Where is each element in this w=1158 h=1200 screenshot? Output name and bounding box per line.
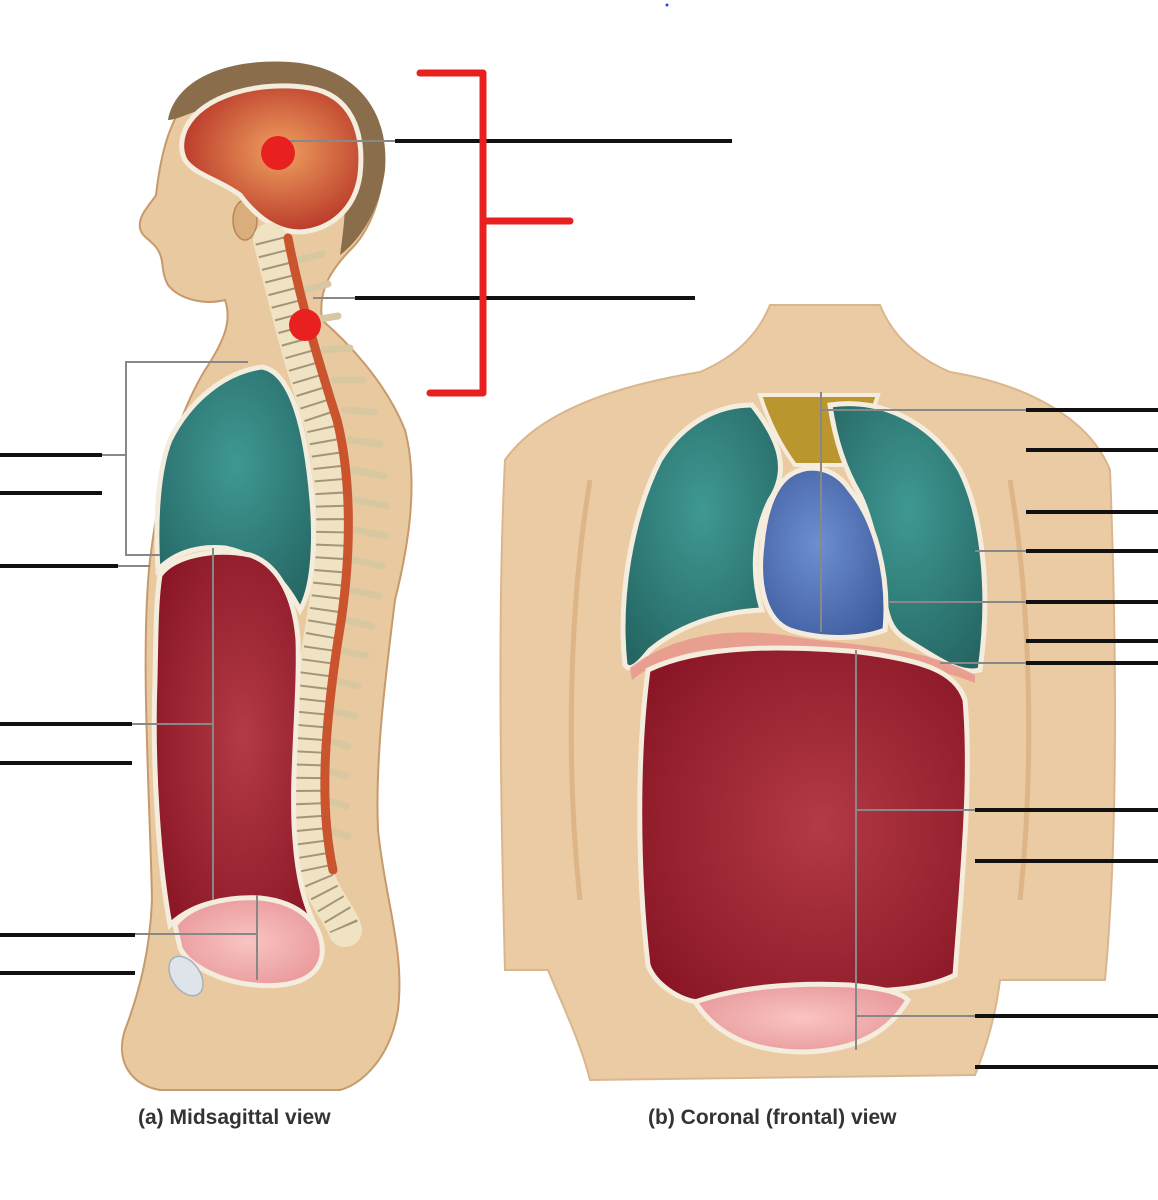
arm-crease-right: [1007, 479, 1032, 901]
spinous-processes: [296, 250, 390, 840]
coronal-blank-label-lines: [975, 408, 1158, 1069]
coronal-view: [499, 304, 1158, 1082]
pericardial-cavity: [758, 465, 889, 640]
midsagittal-blank-label-lines-left: [0, 453, 135, 975]
midsagittal-leader-lines: [102, 140, 395, 980]
diaphragm: [630, 632, 975, 683]
red-dot-cranial: [261, 136, 295, 170]
pelvic-cavity-coronal: [691, 981, 912, 1055]
pubic-bone: [168, 955, 204, 997]
caption-midsagittal-view: (a) Midsagittal view: [138, 1106, 331, 1129]
red-annotations: [261, 69, 574, 397]
midsagittal-view: [0, 61, 732, 1091]
midsagittal-blank-label-lines-right: [355, 139, 732, 300]
abdominal-cavity: [151, 549, 322, 932]
red-bracket-dorsal-cavity: [416, 69, 574, 397]
stray-dot: [665, 3, 669, 7]
abdominal-cavity-coronal: [637, 645, 970, 1005]
coronal-leader-lines: [820, 392, 1026, 1050]
pleural-cavity-left-lung: [827, 401, 988, 674]
arm-crease-left: [568, 479, 593, 901]
pelvic-cavity: [172, 895, 325, 989]
thoracic-cavity: [154, 364, 316, 616]
caption-coronal-view: (b) Coronal (frontal) view: [648, 1106, 897, 1129]
red-dot-vertebral: [289, 309, 321, 341]
vertebral-column: [253, 223, 362, 947]
